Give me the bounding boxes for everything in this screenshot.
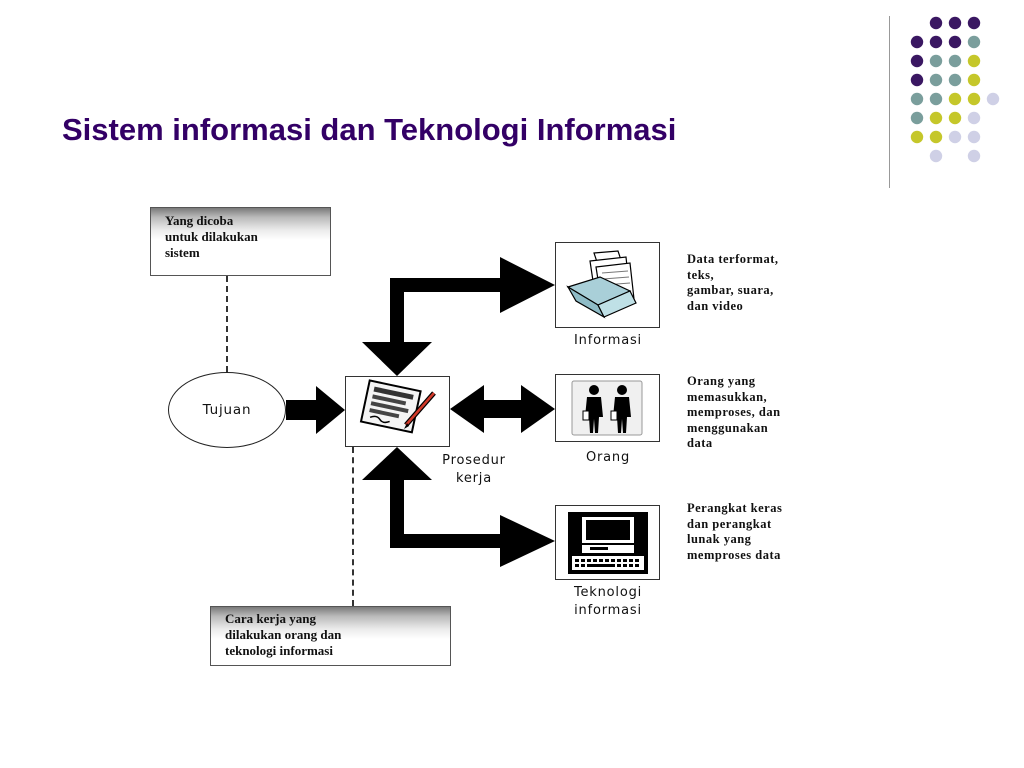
decorative-dot	[967, 73, 981, 87]
decorative-dot	[967, 92, 981, 106]
decorative-dot	[948, 73, 962, 87]
decorative-dot	[986, 92, 1000, 106]
decorative-dot	[967, 149, 981, 163]
decorative-dot	[929, 16, 943, 30]
teknologi-node	[555, 505, 660, 580]
procedure-box: Cara kerja yang dilakukan orang dan tekn…	[210, 606, 451, 666]
decorative-dot	[929, 73, 943, 87]
prosedur-node	[345, 376, 450, 447]
decorative-dot	[967, 54, 981, 68]
decorative-dot	[948, 92, 962, 106]
decorative-dot	[929, 111, 943, 125]
prosedur-label: Prosedur kerja	[442, 453, 506, 486]
people-icon	[571, 380, 643, 436]
decorative-dot	[929, 149, 943, 163]
orang-node	[555, 374, 660, 442]
informasi-description: Data terformat, teks, gambar, suara, dan…	[687, 252, 779, 313]
arrow-prosedur-orang	[450, 385, 555, 433]
decorative-dot-grid	[910, 16, 1000, 163]
folder-documents-icon	[566, 250, 637, 319]
decorative-dot	[967, 111, 981, 125]
decorative-dot	[948, 35, 962, 49]
decorative-dot	[910, 92, 924, 106]
document-pen-icon	[359, 379, 436, 434]
decorative-dot	[910, 35, 924, 49]
goal-box: Yang dicoba untuk dilakukan sistem	[150, 207, 331, 276]
arrow-tujuan-to-prosedur	[286, 386, 345, 434]
decorative-dot	[910, 130, 924, 144]
decorative-dot	[948, 111, 962, 125]
decorative-dot	[929, 35, 943, 49]
decorative-dot	[929, 130, 943, 144]
tujuan-node: Tujuan	[168, 372, 286, 448]
decorative-dot	[910, 73, 924, 87]
teknologi-description: Perangkat keras dan perangkat lunak yang…	[687, 501, 783, 562]
informasi-node	[555, 242, 660, 328]
divider-line	[889, 16, 890, 188]
connector-procedure-prosedur	[352, 447, 354, 606]
tujuan-label: Tujuan	[202, 402, 252, 418]
connector-goal-tujuan	[226, 276, 228, 372]
decorative-dot	[967, 130, 981, 144]
informasi-label: Informasi	[574, 333, 642, 348]
decorative-dot	[948, 130, 962, 144]
decorative-dot	[967, 16, 981, 30]
decorative-dot	[929, 92, 943, 106]
arrow-up-to-prosedur	[362, 447, 432, 548]
computer-icon	[568, 512, 648, 574]
arrow-to-teknologi	[390, 515, 555, 567]
orang-description: Orang yang memasukkan, memproses, dan me…	[687, 374, 781, 450]
orang-label: Orang	[585, 450, 631, 465]
arrow-to-informasi	[390, 257, 555, 313]
decorative-dot	[948, 16, 962, 30]
decorative-dot	[929, 54, 943, 68]
decorative-dot	[910, 111, 924, 125]
decorative-dot	[948, 54, 962, 68]
slide-title: Sistem informasi dan Teknologi Informasi	[62, 112, 677, 147]
arrow-down-to-prosedur	[362, 278, 432, 376]
decorative-dot	[910, 54, 924, 68]
teknologi-label: Teknologi informasi	[573, 585, 643, 618]
decorative-dot	[967, 35, 981, 49]
